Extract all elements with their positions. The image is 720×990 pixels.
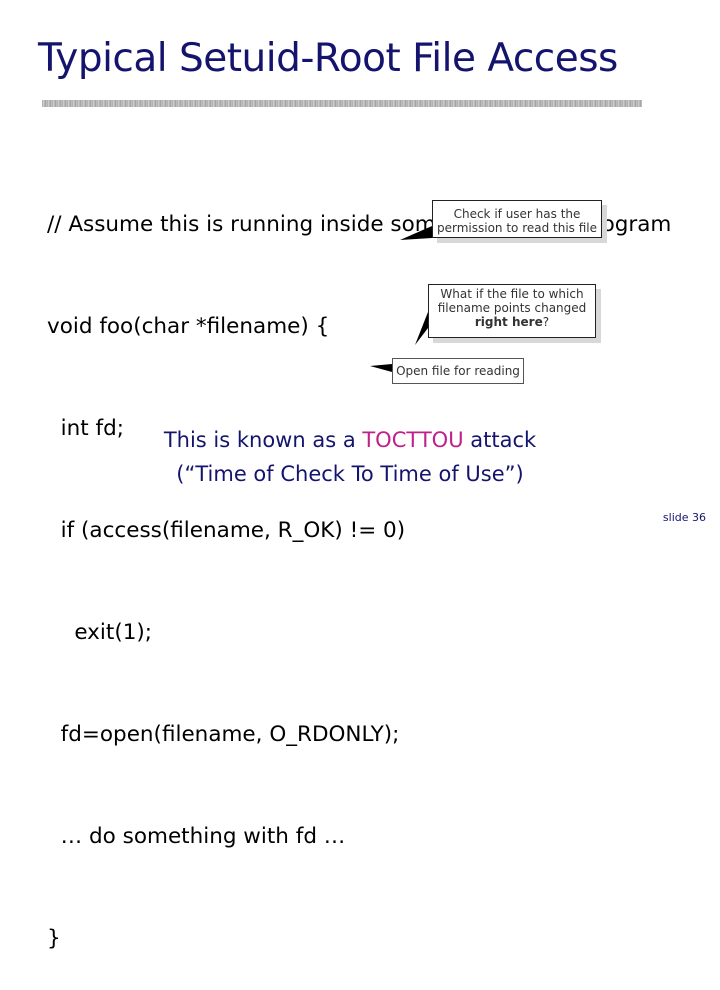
note-suffix: attack xyxy=(463,428,537,452)
code-line: if (access(filename, R_OK) != 0) xyxy=(47,518,406,543)
slide-number: slide 36 xyxy=(662,511,706,524)
what-if-text: What if the file to which filename point… xyxy=(437,287,587,315)
slide-title: Typical Setuid-Root File Access xyxy=(38,36,618,81)
check-callout-pointer xyxy=(400,226,432,240)
code-line: void foo(char *filename) { xyxy=(47,314,330,339)
open-file-callout: Open file for reading xyxy=(392,358,524,384)
code-line: … do something with fd … xyxy=(47,824,346,849)
tocttou-note-line1: This is known as a TOCTTOU attack xyxy=(130,428,570,452)
code-line: int fd; xyxy=(47,416,124,441)
open-callout-pointer xyxy=(370,364,392,372)
check-permission-callout: Check if user has the permission to read… xyxy=(432,200,602,238)
note-prefix: This is known as a xyxy=(163,428,363,452)
tocttou-term: TOCTTOU xyxy=(362,428,464,452)
open-file-text: Open file for reading xyxy=(396,364,520,378)
title-divider xyxy=(42,100,642,107)
what-if-callout-pointer xyxy=(415,312,428,345)
code-line: } xyxy=(47,926,61,951)
what-if-suffix: ? xyxy=(542,315,550,329)
tocttou-note-line2: (“Time of Check To Time of Use”) xyxy=(176,462,524,486)
callout-pointers xyxy=(370,226,432,372)
what-if-emphasis: right here xyxy=(474,315,543,329)
code-line: exit(1); xyxy=(47,620,153,645)
check-permission-text: Check if user has the permission to read… xyxy=(436,207,598,235)
what-if-callout: What if the file to which filename point… xyxy=(428,284,596,338)
code-line: fd=open(filename, O_RDONLY); xyxy=(47,722,400,747)
